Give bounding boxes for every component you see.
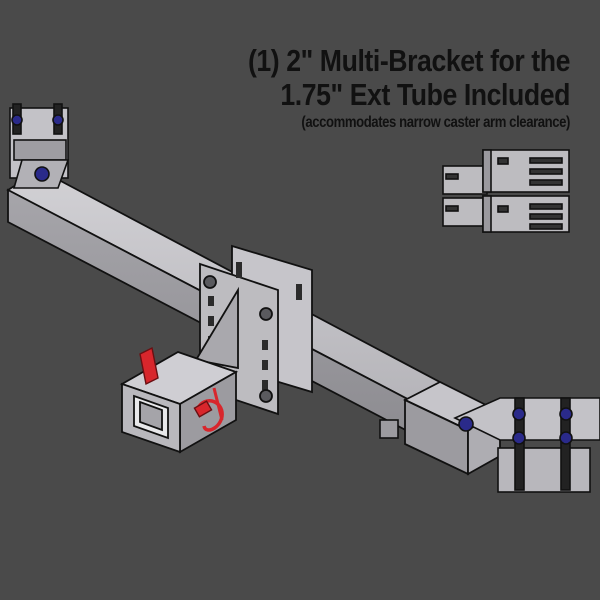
headline-line-1: (1) 2" Multi-Bracket for the bbox=[247, 43, 571, 78]
headline: (1) 2" Multi-Bracket for the 1.75" Ext T… bbox=[150, 44, 570, 133]
hitch-pin-icon bbox=[139, 346, 224, 432]
bolt-icon bbox=[458, 397, 573, 491]
caster-bracket-left bbox=[9, 103, 70, 189]
hitch-receiver-icon bbox=[119, 351, 239, 454]
headline-line-3: (accommodates narrow caster arm clearanc… bbox=[301, 114, 570, 131]
bolt-icon bbox=[11, 103, 64, 182]
multi-bracket-icon bbox=[442, 149, 570, 233]
headline-line-2: 1.75" Ext Tube Included bbox=[280, 77, 570, 112]
caster-bracket-right bbox=[379, 397, 600, 493]
